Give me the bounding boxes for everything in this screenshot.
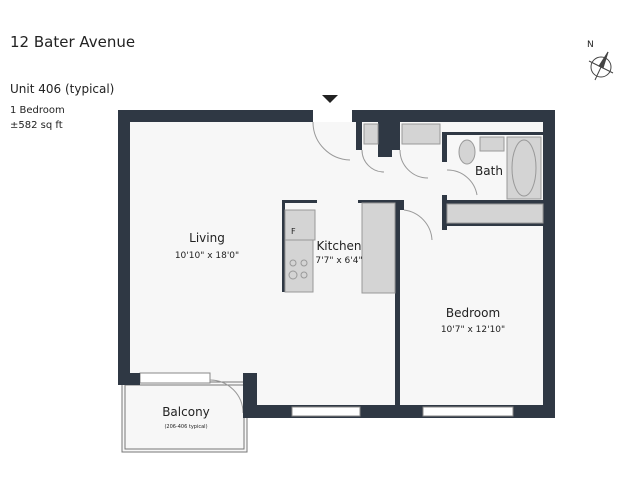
bedroom-name: Bedroom bbox=[446, 306, 500, 320]
balcony-note: (206-406 typical) bbox=[164, 424, 207, 430]
toilet bbox=[458, 139, 476, 165]
bathtub bbox=[511, 139, 537, 197]
counter bbox=[284, 239, 314, 293]
fixtures bbox=[284, 123, 544, 294]
compass-icon bbox=[588, 51, 614, 81]
balcony bbox=[121, 372, 248, 453]
unit-label: Unit 406 (typical) bbox=[10, 82, 115, 96]
counter-sink bbox=[361, 202, 396, 294]
floor bbox=[130, 122, 543, 405]
building-title: 12 Bater Avenue bbox=[10, 33, 136, 51]
closet-shelf bbox=[446, 203, 544, 224]
windows bbox=[291, 406, 514, 417]
bedroom-dims: 10'7" x 12'10" bbox=[441, 325, 505, 335]
bedroom-count: 1 Bedroom bbox=[10, 105, 65, 116]
living-name: Living bbox=[189, 231, 225, 245]
bath-name: Bath bbox=[475, 164, 503, 178]
fridge-label: F bbox=[291, 227, 296, 236]
balcony-name: Balcony bbox=[162, 405, 210, 419]
compass-north-label: N bbox=[587, 40, 594, 50]
area-label: ±582 sq ft bbox=[10, 120, 63, 131]
entry-arrow-icon bbox=[322, 95, 338, 103]
living-dims: 10'10" x 18'0" bbox=[175, 251, 239, 261]
door-swings bbox=[312, 121, 478, 241]
kitchen-dims: 7'7" x 6'4" bbox=[315, 256, 362, 266]
fridge bbox=[284, 209, 316, 241]
sink bbox=[479, 136, 505, 152]
kitchen-name: Kitchen bbox=[316, 239, 361, 253]
